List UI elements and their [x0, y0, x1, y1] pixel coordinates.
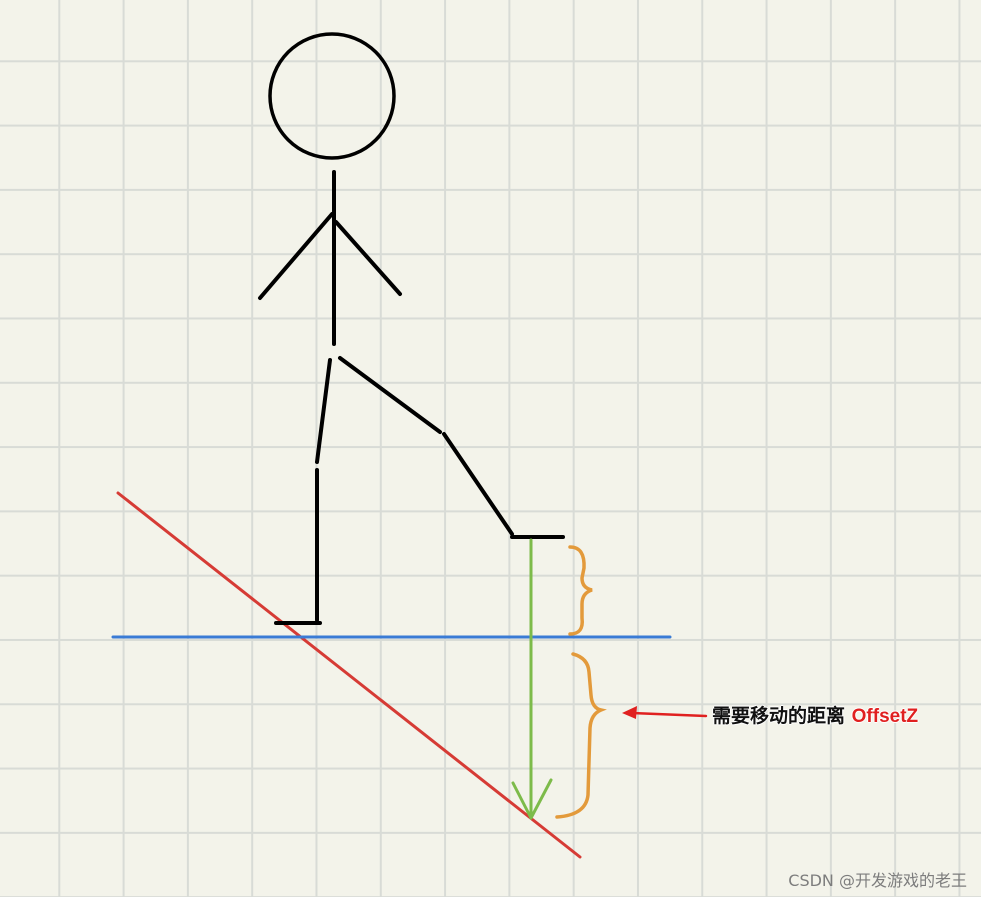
figure-right-arm [334, 220, 402, 296]
stick-figure [258, 32, 565, 625]
figure-right-shin [442, 432, 514, 536]
pointer-arrow [622, 706, 708, 719]
slope-line [116, 491, 582, 859]
figure-left-arm [258, 212, 334, 300]
annotation-variable: OffsetZ [851, 706, 919, 727]
figure-head [268, 32, 396, 160]
offset-annotation: 需要移动的距离 OffsetZ [712, 703, 918, 730]
annotation-text: 需要移动的距离 [712, 705, 846, 727]
lower-brace [555, 652, 607, 819]
watermark: CSDN @开发游戏的老王 [788, 871, 967, 890]
figure-left-thigh [315, 358, 332, 464]
drop-arrow [511, 538, 553, 820]
upper-brace [568, 545, 593, 636]
figure-right-thigh [338, 356, 442, 434]
